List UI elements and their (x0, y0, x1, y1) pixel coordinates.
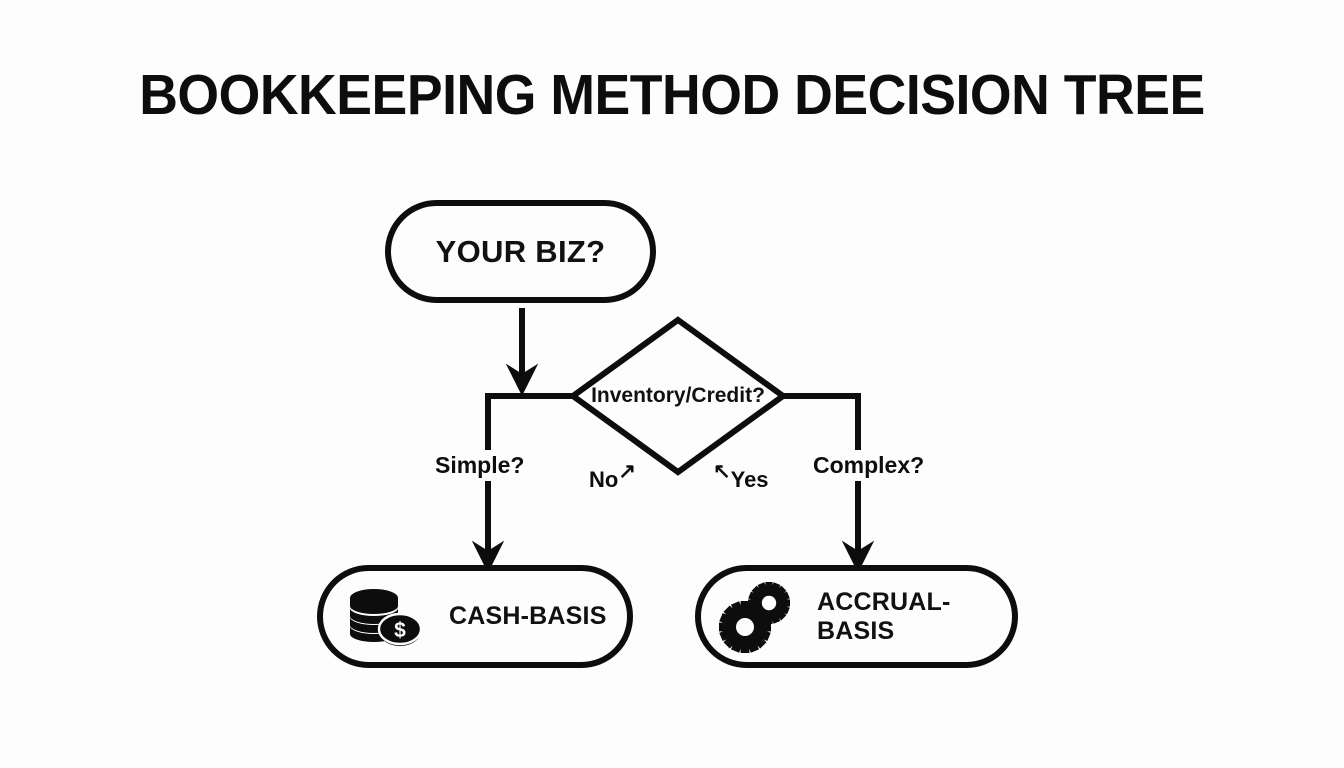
edge-label-no: No↗ (589, 461, 636, 493)
edge-decision-to-cash (471, 393, 573, 574)
arrow-up-right-icon: ↗ (618, 460, 636, 483)
node-cash-basis-label: CASH-BASIS (449, 602, 607, 630)
edge-label-yes: ↖Yes (713, 461, 769, 493)
node-accrual-basis-label: ACCRUAL-BASIS (817, 587, 951, 645)
decision-diamond-shape (567, 316, 789, 476)
svg-text:$: $ (394, 619, 406, 642)
gears-icon (719, 581, 790, 653)
edge-label-complex: Complex? (806, 450, 932, 481)
node-accrual-basis[interactable]: ACCRUAL-BASIS (695, 565, 1018, 668)
node-cash-basis[interactable]: $ CASH-BASIS (317, 565, 633, 668)
page-title: BOOKKEEPING METHOD DECISION TREE (139, 63, 1205, 127)
node-your-biz-label: YOUR BIZ? (435, 233, 606, 269)
coin-stack-icon: $ (350, 588, 423, 646)
edge-decision-to-accrual (783, 393, 875, 574)
edge-label-yes-text: Yes (730, 467, 769, 492)
node-your-biz[interactable]: YOUR BIZ? (385, 200, 656, 303)
edge-label-no-text: No (589, 467, 619, 492)
edge-label-simple: Simple? (428, 450, 532, 481)
arrow-up-left-icon: ↖ (713, 460, 731, 483)
